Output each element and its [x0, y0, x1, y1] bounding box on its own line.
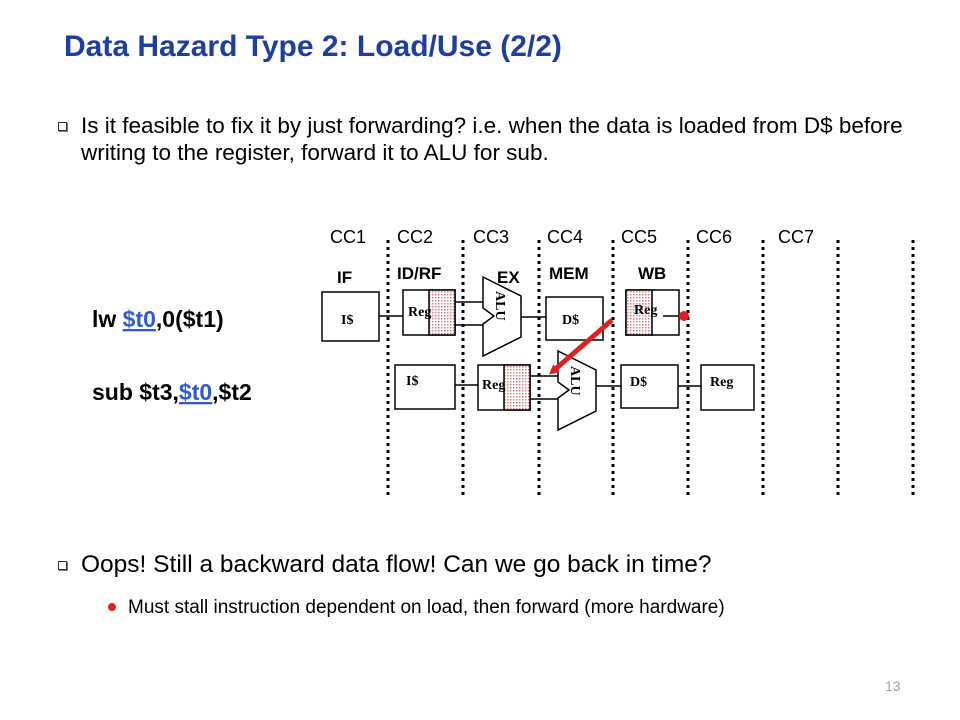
- stage-label: MEM: [549, 264, 589, 283]
- icache-label: I$: [341, 313, 353, 328]
- instr1-reg: $t0: [123, 306, 156, 332]
- sub-bullet: Must stall instruction dependent on load…: [108, 597, 888, 618]
- dcache-box: [620, 364, 679, 409]
- forwarding-arrow: [548, 318, 614, 375]
- page-number: 13: [885, 678, 901, 694]
- stage-label: ID/RF: [397, 264, 441, 283]
- cc-label: CC7: [778, 227, 814, 247]
- cc-label: CC3: [473, 227, 509, 247]
- dcache-label: D$: [562, 313, 579, 328]
- sub-bullet-text: Must stall instruction dependent on load…: [128, 597, 725, 618]
- reg-label: Reg: [482, 378, 505, 393]
- cc-label: CC2: [397, 227, 433, 247]
- reg-label: Reg: [634, 303, 657, 318]
- cc-label: CC1: [330, 227, 366, 247]
- alu-shape: [557, 349, 597, 432]
- alu-label: ALU: [492, 291, 507, 321]
- instruction-lw: lw $t0,0($t1): [92, 306, 224, 332]
- cc-label: CC6: [696, 227, 732, 247]
- alu-shape: [482, 275, 522, 358]
- instr1-rest: ,0($t1): [156, 306, 224, 332]
- square-bullet-icon: [58, 561, 67, 570]
- stage-label: WB: [638, 264, 666, 283]
- instr2-rest: ,$t2: [212, 379, 252, 405]
- icache-box: [394, 364, 456, 410]
- icache-box: [321, 291, 380, 342]
- reg-write-half: [625, 289, 653, 336]
- reg-read-half: [428, 289, 456, 336]
- cc-label: CC5: [621, 227, 657, 247]
- bullet-1: Is it feasible to fix it by just forward…: [58, 112, 918, 166]
- icache-label: I$: [406, 374, 418, 389]
- alu-label: ALU: [567, 366, 582, 396]
- bullet-1-text: Is it feasible to fix it by just forward…: [81, 113, 903, 165]
- instr2-op: sub $t3,: [92, 379, 179, 405]
- round-bullet-icon: [108, 603, 116, 611]
- stage-label: IF: [337, 268, 352, 287]
- reg-label: Reg: [710, 375, 733, 390]
- square-bullet-icon: [58, 122, 67, 131]
- instr2-reg: $t0: [179, 379, 212, 405]
- stage-label: EX: [497, 268, 520, 287]
- cc-label: CC4: [547, 227, 583, 247]
- reg-label: Reg: [408, 305, 431, 320]
- instruction-sub: sub $t3,$t0,$t2: [92, 379, 252, 405]
- bullet-2-text: Oops! Still a backward data flow! Can we…: [81, 551, 712, 578]
- reg-read-half: [503, 364, 531, 411]
- slide-title: Data Hazard Type 2: Load/Use (2/2): [64, 30, 562, 63]
- instr1-op: lw: [92, 306, 116, 332]
- forward-source-dot: [679, 311, 689, 321]
- bullet-2: Oops! Still a backward data flow! Can we…: [58, 550, 938, 580]
- reg-file-box: [700, 364, 755, 411]
- dcache-label: D$: [630, 375, 647, 390]
